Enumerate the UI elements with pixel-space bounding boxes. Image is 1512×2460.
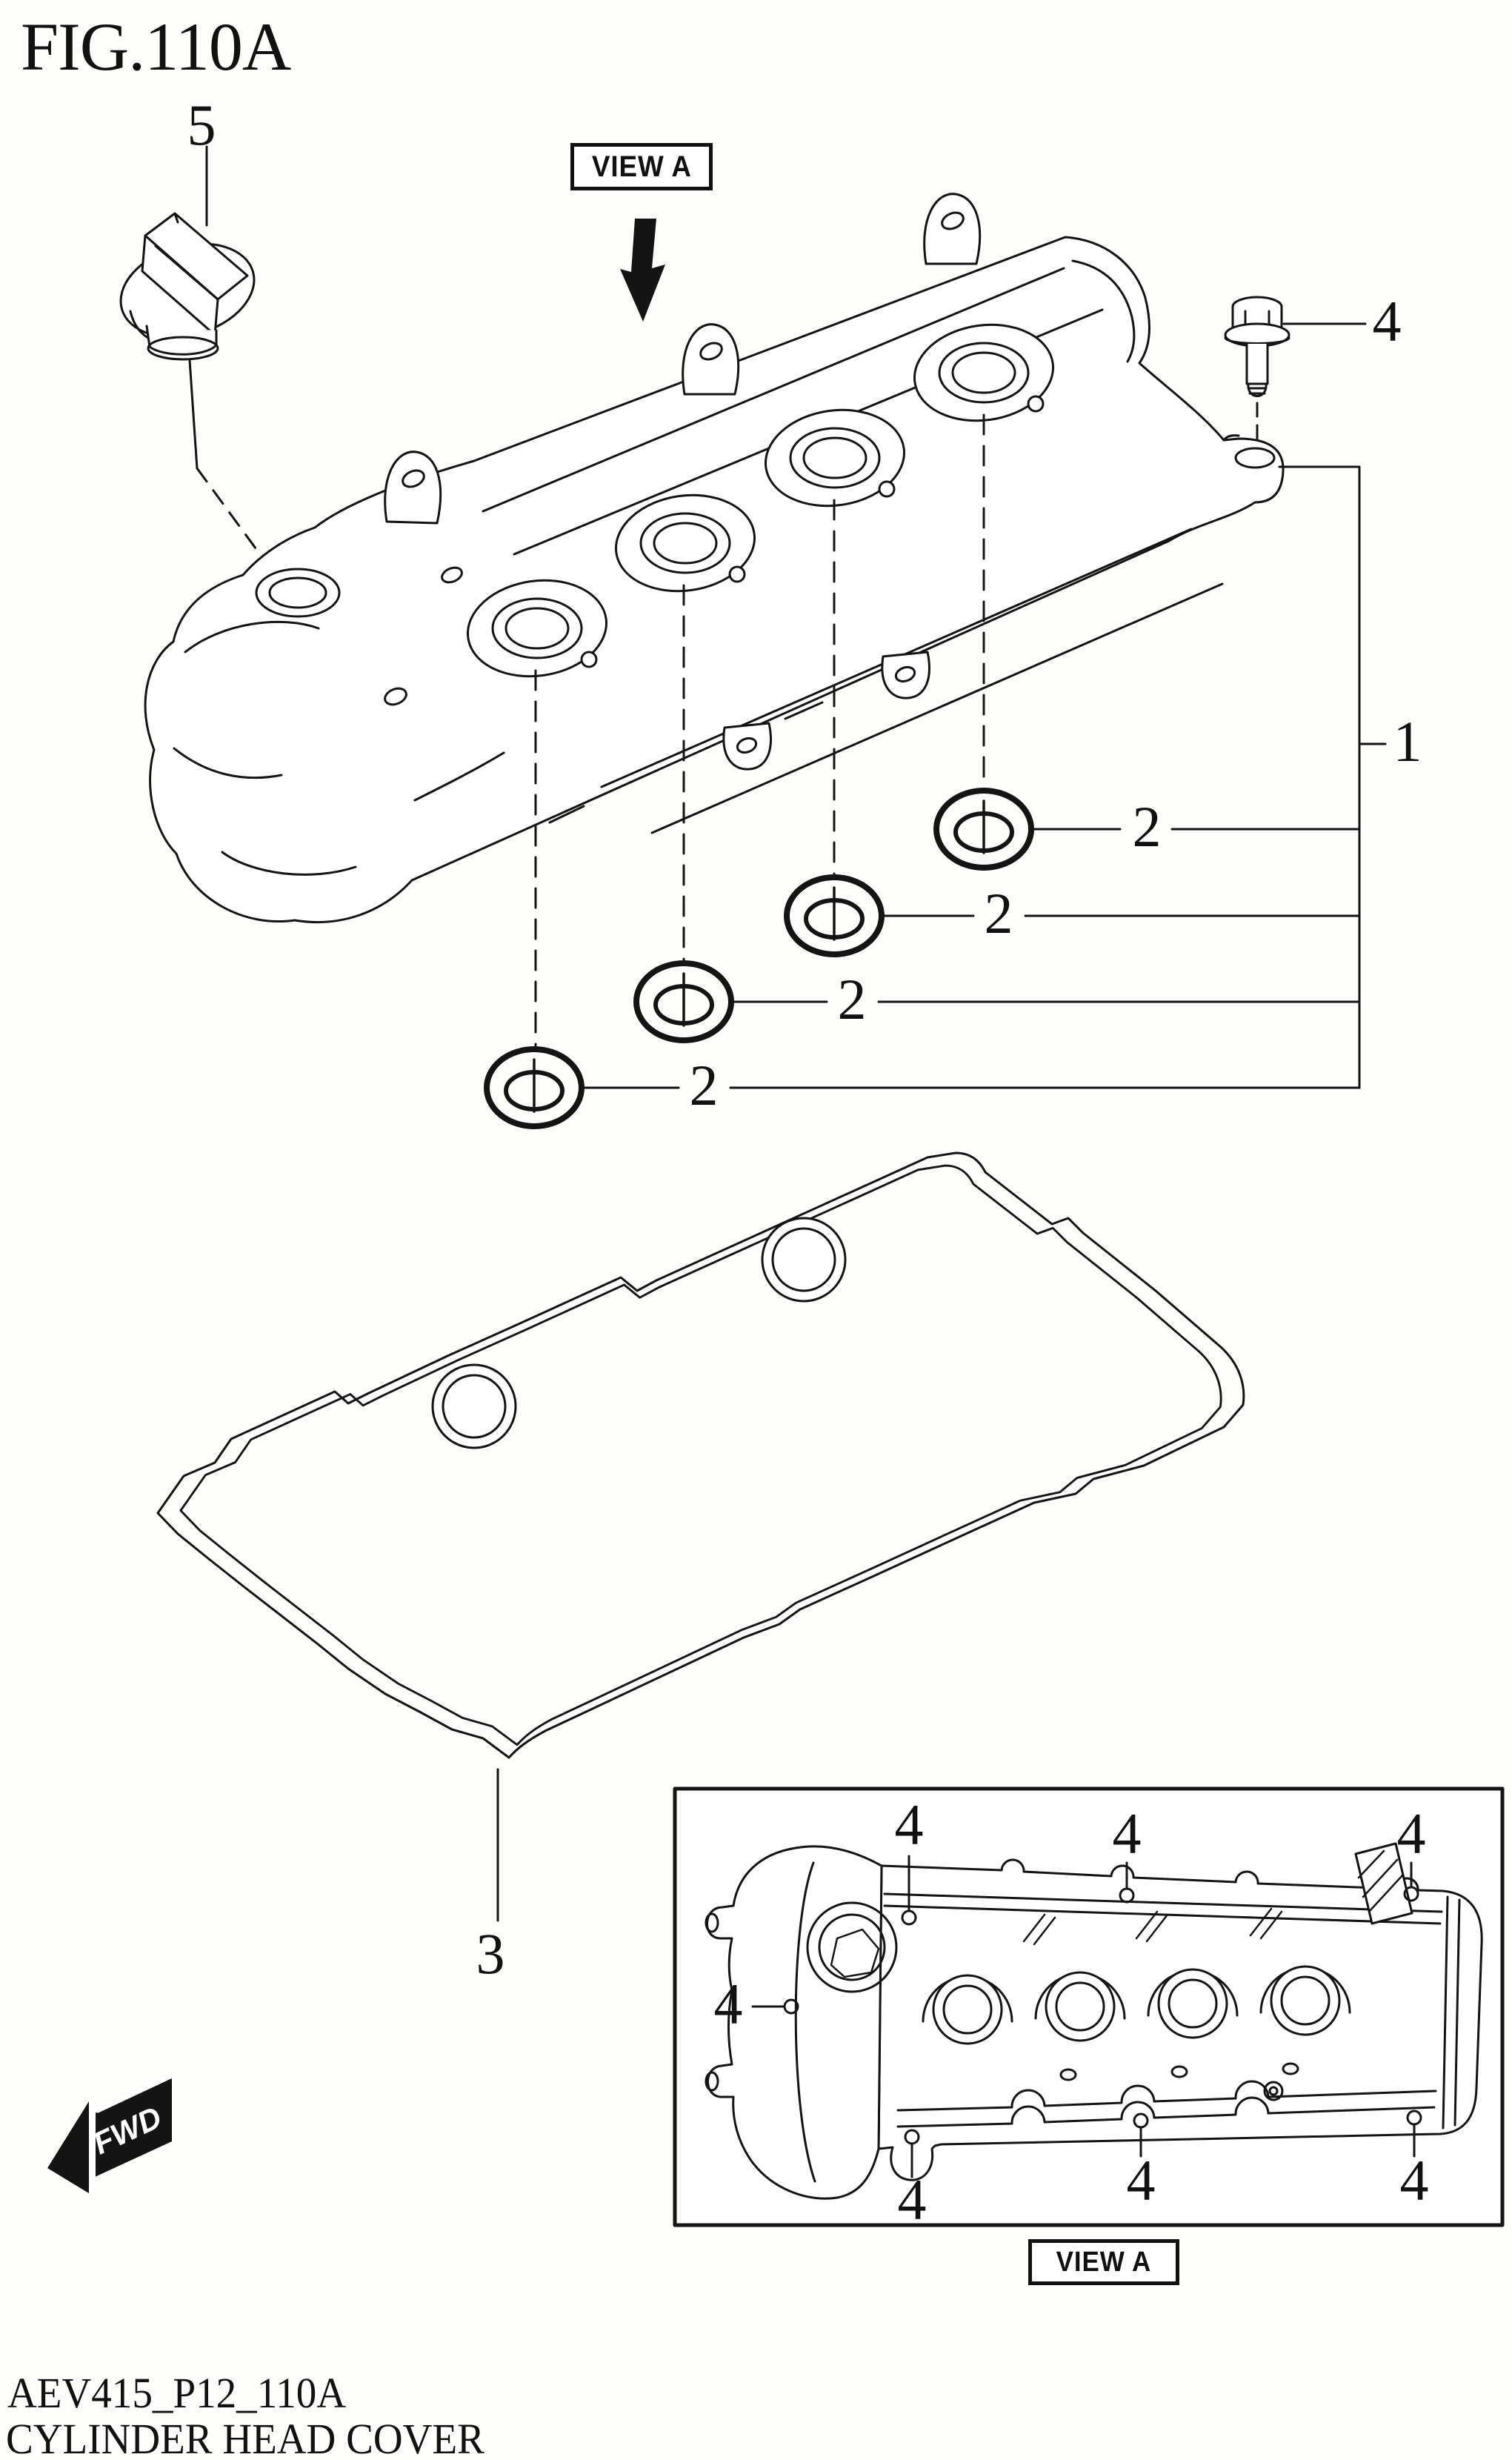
callout-1-cover: 1 xyxy=(1393,708,1422,774)
gasket-drawing xyxy=(156,1151,1245,1922)
callout-5-cap: 5 xyxy=(187,92,216,157)
figure-title: FIG.110A xyxy=(21,9,291,84)
spark-tube-openings xyxy=(466,323,1055,678)
footer-code: AEV415_P12_110A xyxy=(7,2369,347,2417)
callout-2-seal: 2 xyxy=(689,1052,719,1117)
callout-2-seal: 2 xyxy=(837,966,867,1031)
callout-2-seal: 2 xyxy=(984,880,1013,945)
oil-filler-cap-drawing xyxy=(119,212,256,361)
callout-4-bolt: 4 xyxy=(894,1792,924,1857)
cap-leader-lines xyxy=(188,145,259,553)
flange-bolt-drawing xyxy=(1224,296,1367,446)
footer-title: CYLINDER HEAD COVER xyxy=(6,2415,484,2460)
inset-bolt-callout-leaders xyxy=(751,1855,1422,2178)
callout-4-bolt: 4 xyxy=(1126,2147,1156,2213)
view-a-top-box: VIEW A xyxy=(570,143,713,190)
callout-4-bolt: 4 xyxy=(1399,2147,1429,2213)
fwd-arrow-icon: FWD xyxy=(47,2073,173,2193)
inset-spark-tubes xyxy=(922,1965,1351,2045)
cylinder-head-cover-drawing xyxy=(144,193,1285,923)
callout-3-gasket: 3 xyxy=(476,1921,505,1986)
callout-4-bolt: 4 xyxy=(897,2167,927,2232)
callout-4-bolt: 4 xyxy=(1372,288,1402,353)
callout-4-bolt: 4 xyxy=(1396,1801,1426,1866)
mount-ear-tabs xyxy=(384,193,982,525)
callout-2-seal: 2 xyxy=(1132,794,1162,859)
callout-4-bolt: 4 xyxy=(1112,1801,1142,1866)
view-a-bottom-label: VIEW A xyxy=(1056,2246,1152,2278)
tube-seal-rings xyxy=(484,413,1361,1129)
view-a-inset xyxy=(673,1786,1505,2227)
view-a-bottom-box: VIEW A xyxy=(1028,2239,1179,2285)
part1-bracket xyxy=(1278,465,1387,1089)
view-a-arrow-icon xyxy=(620,219,665,322)
callout-4-bolt: 4 xyxy=(713,1971,743,2036)
view-a-top-label: VIEW A xyxy=(591,150,692,183)
